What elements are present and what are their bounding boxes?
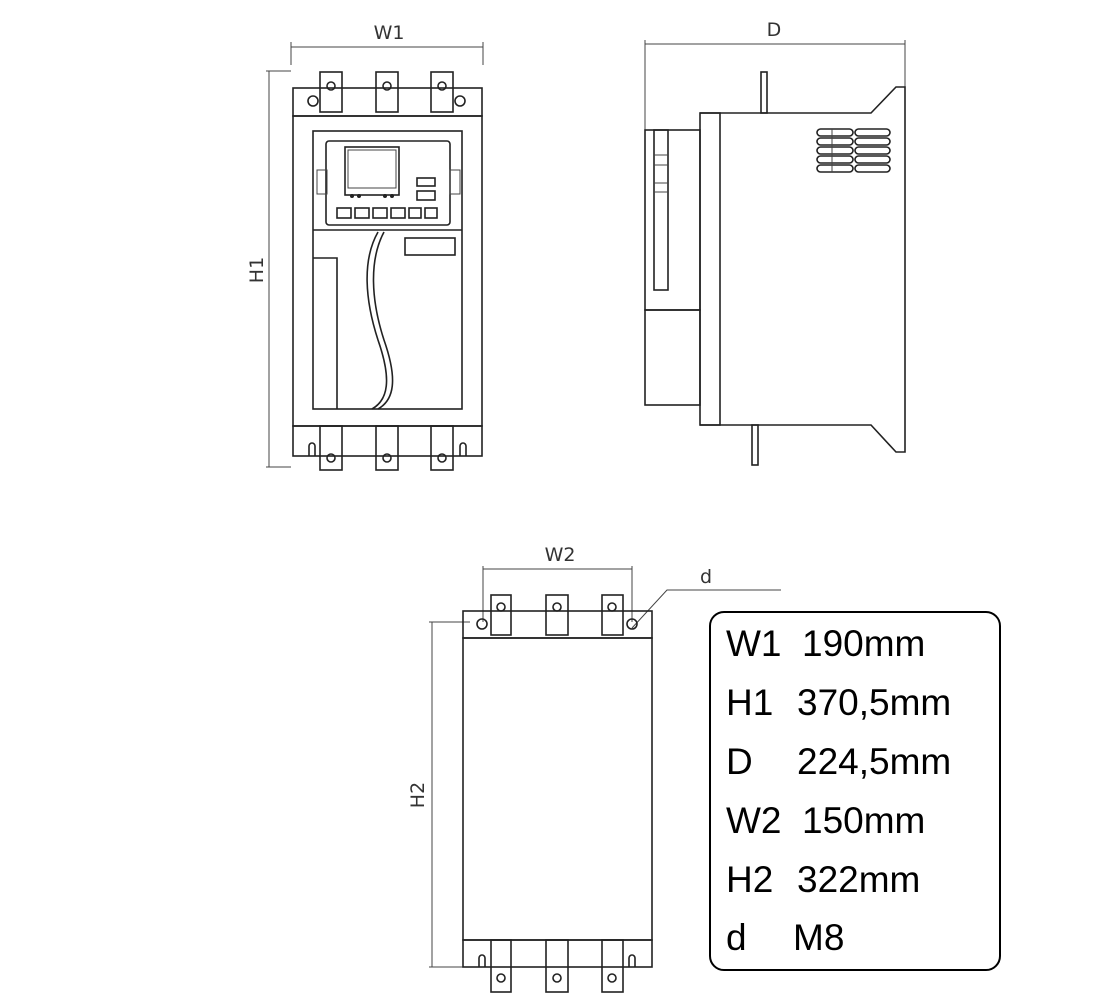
svg-text:190mm: 190mm [802,623,925,664]
w2-label: W2 [545,544,576,566]
svg-text:H1: H1 [726,682,773,723]
svg-text:150mm: 150mm [802,800,925,841]
table-row: W1 190mm [726,623,925,664]
h1-label: H1 [246,257,268,283]
d-depth-label: D [767,19,782,41]
svg-text:W1: W1 [726,623,782,664]
svg-text:H2: H2 [726,859,773,900]
h2-label: H2 [407,782,429,808]
svg-text:322mm: 322mm [797,859,920,900]
front-view: W1 H1 [246,22,484,471]
table-row: d M8 [726,917,844,958]
vent-slots [816,128,891,173]
table-row: H2 322mm [726,859,920,900]
svg-text:224,5mm: 224,5mm [797,741,951,782]
table-row: W2 150mm [726,800,925,841]
svg-text:370,5mm: 370,5mm [797,682,951,723]
keypad-buttons [336,207,438,219]
side-view: D [644,19,906,466]
svg-text:W2: W2 [726,800,782,841]
d-hole-label: d [700,566,712,588]
svg-text:M8: M8 [793,917,844,958]
svg-text:d: d [726,917,747,958]
dimensions-table: W1 190mm H1 370,5mm D 224,5mm W2 150mm H2 322… [709,611,1001,971]
svg-text:D: D [726,741,753,782]
table-row: H1 370,5mm [726,682,951,723]
w1-label: W1 [374,22,405,44]
mounting-view: W2 d H2 [407,544,781,993]
table-row: D 224,5mm [726,741,951,782]
